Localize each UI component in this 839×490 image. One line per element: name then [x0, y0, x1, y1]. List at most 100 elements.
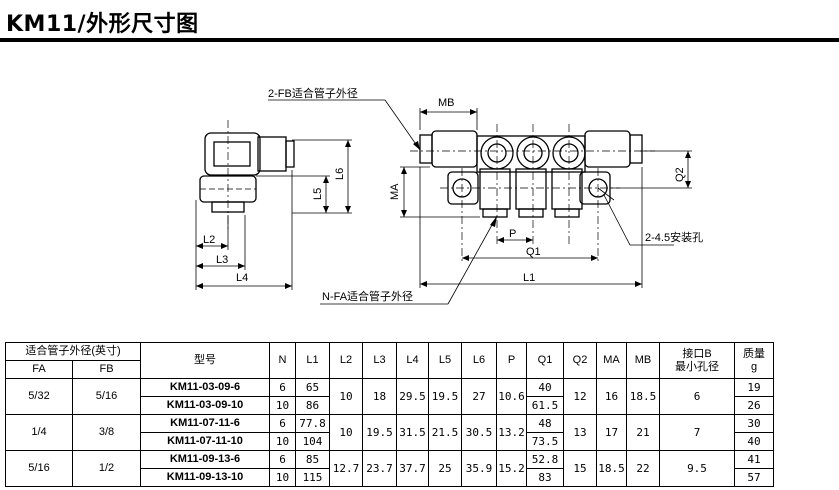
header-port-line2: 最小孔径 [675, 360, 719, 373]
fa-note-label: N-FA适合管子外径 [322, 289, 413, 303]
cell-l1: 86 [295, 396, 330, 415]
l2-label: L2 [203, 234, 215, 246]
cell-fb: 1/2 [72, 450, 141, 487]
table-row: 5/32 5/16 KM11-03-09-6 6 65 10 18 29.5 1… [5, 378, 774, 415]
header-q2: Q2 [563, 342, 597, 379]
ma-label: MA [389, 183, 401, 200]
header-fb: FB [72, 360, 141, 379]
cell-l3: 23.7 [362, 450, 397, 487]
cell-l5: 25 [428, 450, 462, 487]
table-row: KM11-03-09-10 10 86 61.5 26 [6, 396, 774, 415]
header-mass: 质量 g [734, 342, 774, 379]
cell-mass: 40 [734, 432, 774, 451]
cell-q2: 13 [563, 414, 597, 451]
cell-l6: 30.5 [461, 414, 497, 451]
cell-port: 9.5 [659, 450, 735, 487]
table-row: KM11-09-13-10 10 115 83 57 [6, 468, 774, 487]
cell-l1: 115 [295, 468, 330, 487]
cell-l2: 10 [329, 378, 363, 415]
cell-l1: 104 [295, 432, 330, 451]
cell-l2: 12.7 [329, 450, 363, 487]
cell-l1: 85 [295, 450, 330, 469]
cell-mass: 57 [734, 468, 774, 487]
cell-q2: 12 [563, 378, 597, 415]
l1-label: L1 [523, 272, 535, 284]
cell-l5: 21.5 [428, 414, 462, 451]
cell-l6: 27 [461, 378, 497, 415]
header-port-min-bore: 接口B 最小孔径 [659, 342, 735, 379]
header-q1: Q1 [526, 342, 564, 379]
cell-model: KM11-03-09-6 [140, 378, 270, 397]
header-port-line1: 接口B [682, 347, 712, 360]
side-view [199, 120, 295, 230]
cell-mb: 18.5 [626, 378, 660, 415]
q2-label: Q2 [674, 167, 686, 182]
cell-l4: 37.7 [396, 450, 429, 487]
cell-port: 7 [659, 414, 735, 451]
cell-model: KM11-09-13-10 [140, 468, 270, 487]
cell-fa: 5/16 [5, 450, 73, 487]
cell-mb: 21 [626, 414, 660, 451]
cell-n: 6 [269, 378, 296, 397]
header-p: P [496, 342, 527, 379]
header-l4: L4 [396, 342, 429, 379]
cell-q1: 40 [526, 378, 564, 397]
spec-table: 适合管子外径(英寸) 型号 N L1 L2 L3 L4 L5 L6 P Q1 Q… [5, 342, 774, 487]
mb-label: MB [438, 97, 455, 109]
q1-label: Q1 [526, 246, 541, 258]
cell-q1: 83 [526, 468, 564, 487]
cell-n: 6 [269, 414, 296, 433]
cell-n: 6 [269, 450, 296, 469]
cell-fa: 1/4 [5, 414, 73, 451]
cell-l3: 18 [362, 378, 397, 415]
header-fit-group: 适合管子外径(英寸) [5, 342, 141, 361]
dimension-drawing: 2-FB适合管子外径 MB MA L5 L6 Q2 φ9 L2 L3 L4 P … [195, 86, 703, 305]
cell-l4: 31.5 [396, 414, 429, 451]
cell-l4: 29.5 [396, 378, 429, 415]
cell-mass: 41 [734, 450, 774, 469]
p-label: P [509, 228, 516, 240]
cell-l5: 19.5 [428, 378, 462, 415]
cell-l1: 65 [295, 378, 330, 397]
cell-q2: 15 [563, 450, 597, 487]
cell-port: 6 [659, 378, 735, 415]
cell-model: KM11-03-09-10 [140, 396, 270, 415]
cell-q1: 61.5 [526, 396, 564, 415]
cell-q1: 52.8 [526, 450, 564, 469]
table-row: 1/4 3/8 KM11-07-11-6 6 77.8 10 19.5 31.5… [5, 414, 774, 451]
header-l1: L1 [295, 342, 330, 379]
cell-q1: 48 [526, 414, 564, 433]
cell-ma: 18.5 [596, 450, 627, 487]
cell-ma: 16 [596, 378, 627, 415]
header-l3: L3 [362, 342, 397, 379]
header-mass-line2: g [750, 360, 758, 373]
title-underline [0, 38, 839, 42]
header-mass-line1: 质量 [743, 347, 765, 360]
cell-q1: 73.5 [526, 432, 564, 451]
cell-n: 10 [269, 432, 296, 451]
hole-note-label: 2-4.5安装孔 [645, 230, 703, 244]
cell-model: KM11-09-13-6 [140, 450, 270, 469]
cell-fb: 3/8 [72, 414, 141, 451]
header-fa: FA [5, 360, 73, 379]
header-n: N [269, 342, 296, 379]
table-row: 5/16 1/2 KM11-09-13-6 6 85 12.7 23.7 37.… [5, 450, 774, 487]
cell-model: KM11-07-11-6 [140, 414, 270, 433]
l5-label: L5 [312, 188, 324, 200]
cell-mass: 26 [734, 396, 774, 415]
cell-l2: 10 [329, 414, 363, 451]
page-title: KM11/外形尺寸图 [6, 12, 199, 37]
fb-note-label: 2-FB适合管子外径 [268, 86, 358, 100]
header-model: 型号 [140, 342, 270, 379]
cell-n: 10 [269, 396, 296, 415]
header-ma: MA [596, 342, 627, 379]
cell-model: KM11-07-11-10 [140, 432, 270, 451]
cell-ma: 17 [596, 414, 627, 451]
front-view [419, 130, 643, 218]
cell-n: 10 [269, 468, 296, 487]
cell-l1: 77.8 [295, 414, 330, 433]
table-header-row-1: 适合管子外径(英寸) 型号 N L1 L2 L3 L4 L5 L6 P Q1 Q… [5, 342, 774, 379]
cell-mass: 30 [734, 414, 774, 433]
header-mb: MB [626, 342, 660, 379]
header-l2: L2 [329, 342, 363, 379]
